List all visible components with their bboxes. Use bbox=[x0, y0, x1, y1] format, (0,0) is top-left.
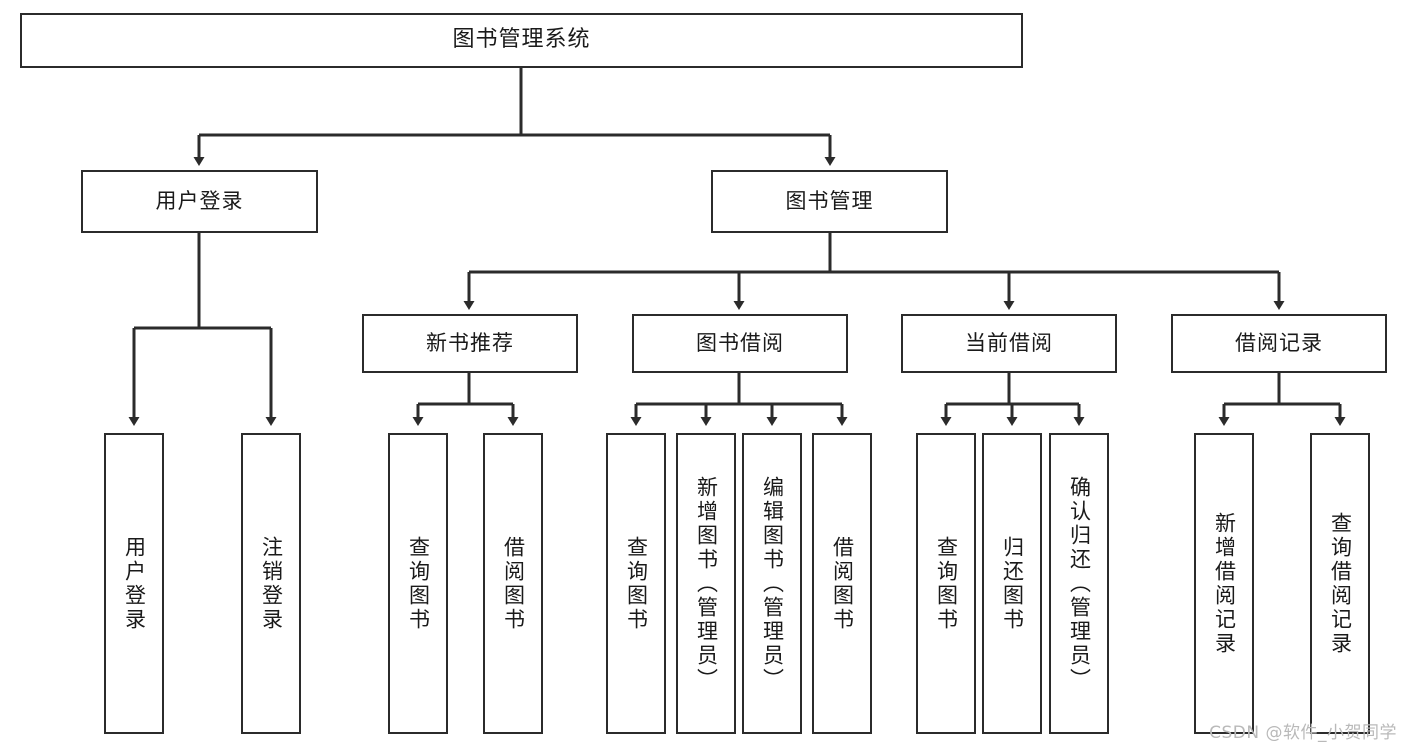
node-leaf-borrow-book-1[interactable]: 借阅图书 bbox=[483, 433, 543, 734]
node-leaf-confirm-return[interactable]: 确认归还（管理员） bbox=[1049, 433, 1109, 734]
node-book-manage-label: 图书管理 bbox=[785, 188, 874, 213]
node-leaf-query-book-2-label: 查询图书 bbox=[624, 535, 649, 632]
node-leaf-query-book-3[interactable]: 查询图书 bbox=[916, 433, 976, 734]
node-root-label: 图书管理系统 bbox=[452, 27, 591, 53]
node-root[interactable]: 图书管理系统 bbox=[20, 13, 1023, 68]
node-leaf-query-book-1[interactable]: 查询图书 bbox=[388, 433, 448, 734]
node-book-borrow-label: 图书借阅 bbox=[696, 330, 784, 355]
node-leaf-return-book-label: 归还图书 bbox=[1000, 535, 1025, 632]
node-leaf-query-book-3-label: 查询图书 bbox=[934, 535, 959, 632]
node-leaf-user-login[interactable]: 用户登录 bbox=[104, 433, 164, 734]
node-book-borrow[interactable]: 图书借阅 bbox=[632, 314, 848, 373]
node-user-login-label: 用户登录 bbox=[155, 188, 244, 213]
node-new-book-recommend[interactable]: 新书推荐 bbox=[362, 314, 578, 373]
node-user-login[interactable]: 用户登录 bbox=[81, 170, 318, 233]
node-leaf-edit-book[interactable]: 编辑图书（管理员） bbox=[742, 433, 802, 734]
node-leaf-logout-login[interactable]: 注销登录 bbox=[241, 433, 301, 734]
node-borrow-record[interactable]: 借阅记录 bbox=[1171, 314, 1387, 373]
node-leaf-user-login-label: 用户登录 bbox=[122, 535, 147, 632]
node-leaf-borrow-book-2-label: 借阅图书 bbox=[830, 535, 855, 632]
node-leaf-confirm-return-label: 确认归还（管理员） bbox=[1067, 475, 1092, 692]
node-book-manage[interactable]: 图书管理 bbox=[711, 170, 948, 233]
node-leaf-query-borrow-record[interactable]: 查询借阅记录 bbox=[1310, 433, 1370, 734]
node-leaf-borrow-book-1-label: 借阅图书 bbox=[501, 535, 526, 632]
node-borrow-record-label: 借阅记录 bbox=[1235, 330, 1323, 355]
node-current-borrow-label: 当前借阅 bbox=[965, 330, 1053, 355]
node-leaf-query-book-2[interactable]: 查询图书 bbox=[606, 433, 666, 734]
node-new-book-recommend-label: 新书推荐 bbox=[426, 330, 514, 355]
node-leaf-return-book[interactable]: 归还图书 bbox=[982, 433, 1042, 734]
node-leaf-add-book-label: 新增图书（管理员） bbox=[694, 475, 719, 692]
node-leaf-add-borrow-record-label: 新增借阅记录 bbox=[1212, 511, 1237, 656]
node-leaf-add-book[interactable]: 新增图书（管理员） bbox=[676, 433, 736, 734]
node-leaf-edit-book-label: 编辑图书（管理员） bbox=[760, 475, 785, 692]
node-leaf-borrow-book-2[interactable]: 借阅图书 bbox=[812, 433, 872, 734]
node-leaf-logout-login-label: 注销登录 bbox=[259, 535, 284, 632]
node-current-borrow[interactable]: 当前借阅 bbox=[901, 314, 1117, 373]
node-leaf-query-borrow-record-label: 查询借阅记录 bbox=[1328, 511, 1353, 656]
node-leaf-query-book-1-label: 查询图书 bbox=[406, 535, 431, 632]
node-leaf-add-borrow-record[interactable]: 新增借阅记录 bbox=[1194, 433, 1254, 734]
